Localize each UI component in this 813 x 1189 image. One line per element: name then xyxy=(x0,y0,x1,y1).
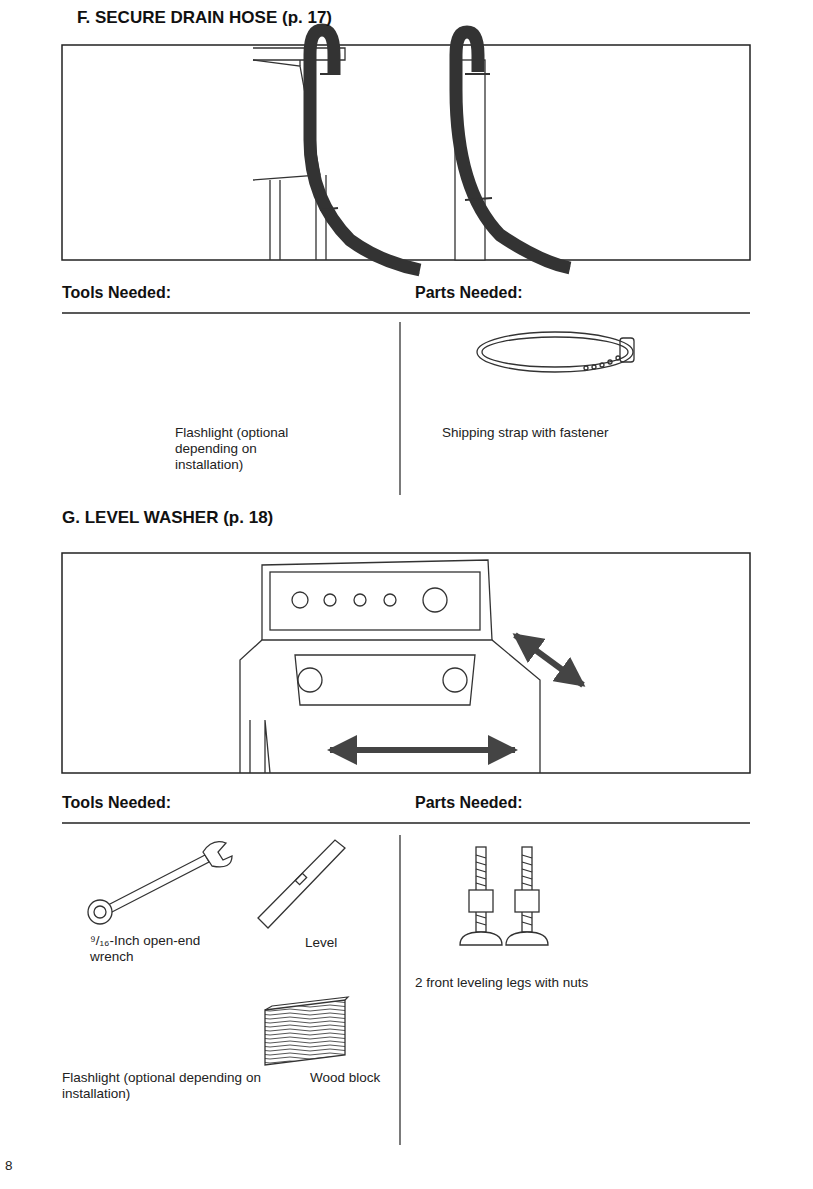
tool-name: Wood block xyxy=(310,1070,395,1086)
drain-hose xyxy=(310,30,420,270)
figure-frame xyxy=(62,45,750,260)
drain-hose xyxy=(456,32,570,268)
divider xyxy=(399,835,400,1145)
drain-hose-ribs xyxy=(456,32,570,268)
tool-name: Flashlight (optional depending on instal… xyxy=(62,1070,262,1102)
tool-name: Level xyxy=(305,935,385,951)
tool-name: ⁹/₁₆-Inch open-end wrench xyxy=(90,933,225,965)
part-name: Shipping strap with fastener xyxy=(442,425,702,441)
rule xyxy=(62,822,750,823)
section-heading: F. SECURE DRAIN HOSE (p. 17) xyxy=(77,8,597,28)
washer xyxy=(240,560,540,773)
drain-hose-ribs xyxy=(310,30,420,270)
shipping-strap xyxy=(465,74,492,200)
page-number: 8 xyxy=(5,1158,45,1174)
leveling-legs xyxy=(460,847,548,945)
level-tool xyxy=(258,840,345,928)
column-heading: Parts Needed: xyxy=(415,793,735,812)
shipping-strap xyxy=(320,74,338,210)
divider xyxy=(399,322,400,495)
column-heading: Parts Needed: xyxy=(415,283,735,302)
tool-name: Flashlight (optional depending on instal… xyxy=(175,425,325,474)
part-name: 2 front leveling legs with nuts xyxy=(415,975,715,991)
wrench xyxy=(88,842,232,924)
level-arrow xyxy=(515,635,583,685)
wood-block xyxy=(265,997,348,1065)
level-arrow xyxy=(330,747,515,753)
figure-frame xyxy=(62,553,750,773)
section-heading: G. LEVEL WASHER (p. 18) xyxy=(62,508,582,528)
column-heading: Tools Needed: xyxy=(62,283,382,302)
strap-part xyxy=(477,332,634,372)
rule xyxy=(62,312,750,313)
column-heading: Tools Needed: xyxy=(62,793,382,812)
